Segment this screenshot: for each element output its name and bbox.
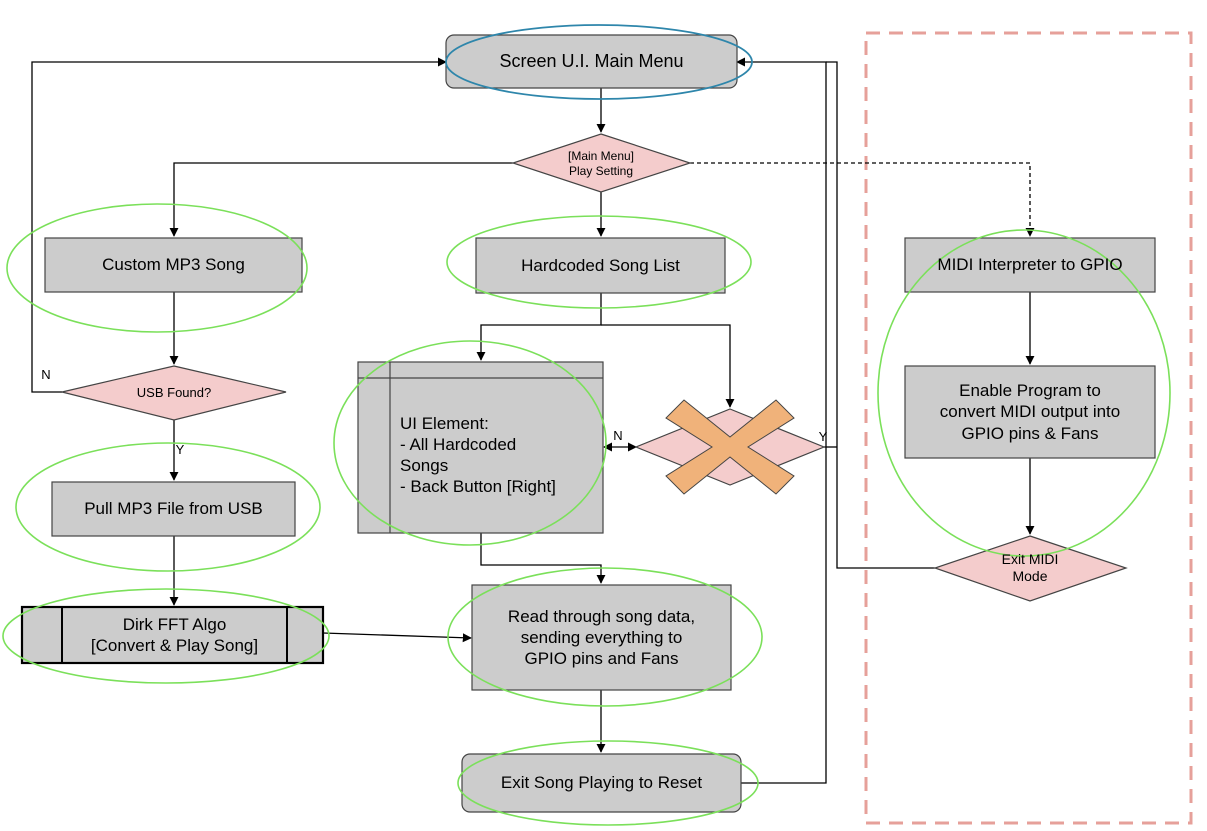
exit-midi-diamond [933,535,1128,602]
read-song-label: Read through song data, sending everythi… [507,606,696,669]
crossed-out-mark [665,399,795,495]
play-setting-diamond [511,133,692,193]
pull-mp3-box [51,481,296,537]
hardcoded-list-box [475,237,726,294]
usb-found-label: USB Found? [136,384,212,400]
main-menu-label: Screen U.I. Main Menu [499,51,684,72]
edge-hardcoded-to-decision [601,324,735,408]
read-song-box [471,584,732,691]
edge-fft-to-read [322,632,472,643]
highlight-read-song [447,567,763,707]
edge-midi-exit-to-menu [826,61,935,569]
custom-mp3-box [44,237,303,293]
crossed-yes-label: Y [818,428,828,444]
usb-yes-label: Y [175,441,185,457]
edge-exit-to-menu [736,57,827,784]
play-setting-label: [Main Menu] Play Setting [567,149,635,178]
fft-algo-box [20,605,325,665]
ui-element-box [357,361,604,534]
highlight-midi-section [877,229,1171,557]
edge-ui-to-read [480,533,606,584]
highlight-hardcoded-list [446,215,752,309]
enable-program-label: Enable Program to convert MIDI output in… [939,381,1121,443]
edge-hardcoded-to-ui [476,293,602,361]
exit-song-label: Exit Song Playing to Reset [500,773,703,793]
fft-algo-label: Dirk FFT Algo [Convert & Play Song] [90,614,259,655]
usb-found-diamond [61,365,287,421]
highlight-fft-algo [2,588,330,684]
custom-mp3-label: Custom MP3 Song [102,255,245,275]
exit-midi-label: Exit MIDI Mode [1001,550,1059,585]
highlight-exit-song [457,740,759,826]
edge-play-to-midi [690,162,1035,237]
hardcoded-list-label: Hardcoded Song List [521,255,680,275]
edge-play-to-custom [169,162,513,237]
enable-program-box [904,365,1156,459]
usb-no-label: N [41,366,51,382]
pull-mp3-label: Pull MP3 File from USB [84,499,263,519]
highlight-custom-mp3 [6,203,308,333]
highlight-main-menu [445,24,753,100]
crossed-no-label: N [613,427,623,443]
exit-song-box [461,753,742,813]
highlight-ui-element [333,340,607,546]
edge-usb-no-to-menu [31,57,447,393]
midi-mode-region [864,31,1193,825]
ui-element-label: UI Element: - All Hardcoded Songs - Back… [400,413,556,497]
midi-interpreter-label: MIDI Interpreter to GPIO [937,255,1123,275]
highlight-pull-mp3 [15,442,321,572]
